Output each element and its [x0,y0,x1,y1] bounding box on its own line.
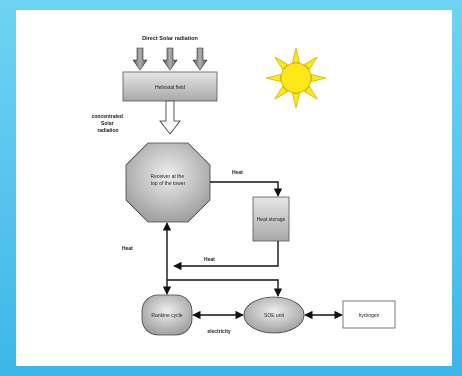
direct-radiation-label: Direct Solar radiation [142,36,198,42]
process-diagram: Direct Solar radiation Heliostat field c… [92,36,396,336]
sun-ray [265,73,281,83]
soe-unit-label: SOE unit [264,313,285,319]
rankine-cycle-label: Rankine cycle [151,313,182,319]
sun-ray [274,85,289,100]
receiver-label: Receiver at the top of the tower [150,174,185,187]
soe-unit-ellipse [243,296,305,334]
sun-ray [303,85,318,100]
radiation-arrow-2 [162,47,178,71]
electricity-label: electricity [207,329,231,335]
sun-ray [274,56,289,71]
rankine-cycle-box [141,294,193,336]
radiation-arrow-1 [132,47,148,71]
sun-ray [291,47,301,63]
sun-ray [291,93,301,109]
diagram-card: Direct Solar radiation Heliostat field c… [16,10,452,366]
hydrogen-label: hydrogen [359,313,380,319]
sun-ray [303,56,318,71]
heat-label-left: Heat [122,246,133,252]
concentrated-radiation-label: concentrated Solar radiation [92,114,125,134]
storage-return-arrow [173,241,279,271]
sun-ray [311,73,327,83]
heat-to-soe-arrow [167,279,283,297]
heat-storage-box [252,196,290,242]
hydrogen-box [342,300,396,329]
sun-icon [265,47,327,109]
heliostat-field-label: Heliostat field [155,85,185,91]
receiver-to-storage-arrow [210,181,283,197]
concentrated-radiation-arrow [159,100,181,135]
heat-label-receiver: Heat [232,170,243,176]
receiver-octagon [125,142,211,223]
radiation-arrow-3 [192,47,208,71]
heliostat-field-box [122,71,218,102]
heat-storage-label: Heat storage [257,217,286,223]
radiation-arrows [132,47,208,71]
heat-label-return: Heat [204,257,215,263]
